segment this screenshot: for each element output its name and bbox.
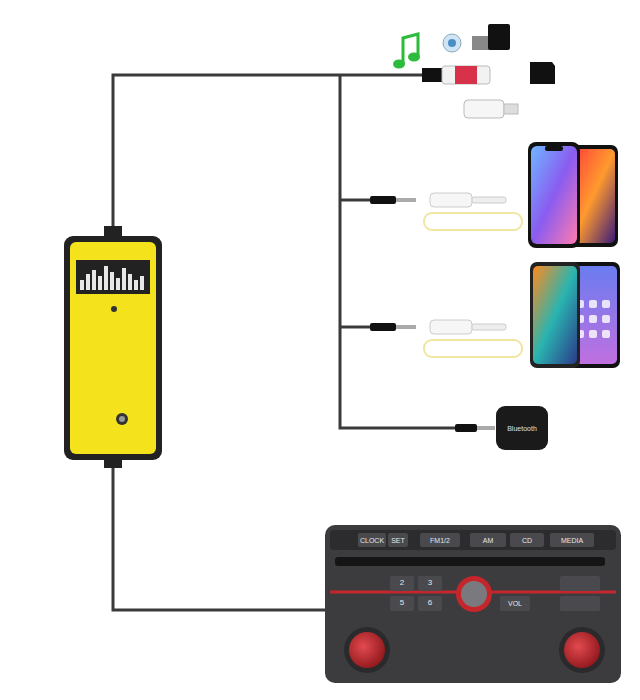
usb-devices: [393, 24, 555, 118]
audio-jack: [370, 196, 495, 432]
preset-number: 3: [428, 579, 432, 587]
preset-number: 2: [400, 579, 404, 587]
adapter-dongle: [424, 193, 522, 357]
car-radio: [325, 525, 621, 683]
button-label: CLOCK: [360, 537, 384, 544]
button-label: SET: [391, 537, 405, 544]
button-label: MEDIA: [561, 537, 583, 544]
bluetooth-receiver: [496, 406, 548, 450]
preset-number: 6: [428, 599, 432, 607]
button-label: FM1/2: [430, 537, 450, 544]
adapter-box: [64, 226, 162, 468]
knob-label: VOL: [508, 600, 522, 607]
button-label: AM: [483, 537, 494, 544]
button-label: CD: [522, 537, 532, 544]
brand-label: Bluetooth: [507, 425, 537, 432]
smartphone: [528, 142, 620, 368]
preset-number: 5: [400, 599, 404, 607]
